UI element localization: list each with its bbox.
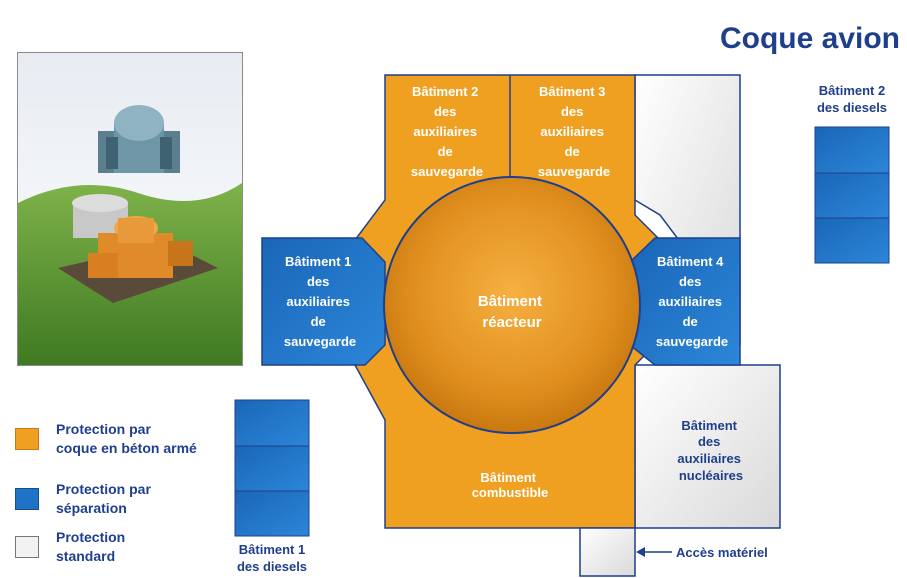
legend-label-concrete: Protection par coque en béton armé	[56, 421, 197, 456]
diesel-bat2-line2: des diesels	[816, 100, 888, 115]
diesel-bat2-line1: Bâtiment 2	[818, 83, 886, 98]
reactor-dome-cutaway	[98, 105, 180, 173]
diesel-bat1-line1: Bâtiment 1	[238, 542, 306, 557]
reactor-label: Bâtiment réacteur	[478, 293, 546, 331]
bat4-aux-label: Bâtiment 4 des auxiliaires de sauvegarde	[656, 254, 728, 349]
legend: Protection par coque en béton armé Prote…	[15, 420, 197, 566]
access-material-label: Accès matériel	[676, 545, 768, 560]
page-title: Coque avion	[719, 22, 900, 55]
access-material-box	[579, 527, 636, 577]
legend-item-concrete: Protection par coque en béton armé	[15, 420, 197, 458]
diesel-bat1-label: Bâtiment 1 des diesels	[220, 541, 324, 575]
legend-item-standard: Protection standard	[15, 528, 197, 566]
fuel-building-label: Bâtiment combustible	[472, 470, 549, 500]
reactor-building	[383, 176, 641, 434]
legend-label-separation: Protection par séparation	[56, 481, 151, 516]
legend-swatch-orange	[15, 428, 39, 450]
plant-model	[58, 194, 218, 303]
legend-swatch-blue	[15, 488, 39, 510]
bat3-aux-label: Bâtiment 3 des auxiliaires de sauvegarde	[538, 84, 610, 179]
bat2-aux-label: Bâtiment 2 des auxiliaires de sauvegarde	[411, 84, 483, 179]
nuclear-aux-label: Bâtiment des auxiliaires nucléaires	[677, 418, 744, 483]
diesel-bat2-blocks	[814, 126, 890, 264]
legend-item-separation: Protection par séparation	[15, 480, 197, 518]
bat1-aux-building	[261, 237, 386, 366]
bat1-aux-label: Bâtiment 1 des auxiliaires de sauvegarde	[284, 254, 356, 349]
access-arrow-head	[636, 547, 645, 557]
diesel-bat2-label: Bâtiment 2 des diesels	[800, 82, 904, 116]
diesel-bat1-line2: des diesels	[236, 559, 308, 574]
legend-swatch-white	[15, 536, 39, 558]
diesel-bat1-blocks	[234, 399, 310, 537]
plant-illustration	[17, 52, 243, 366]
legend-label-standard: Protection standard	[56, 529, 126, 564]
